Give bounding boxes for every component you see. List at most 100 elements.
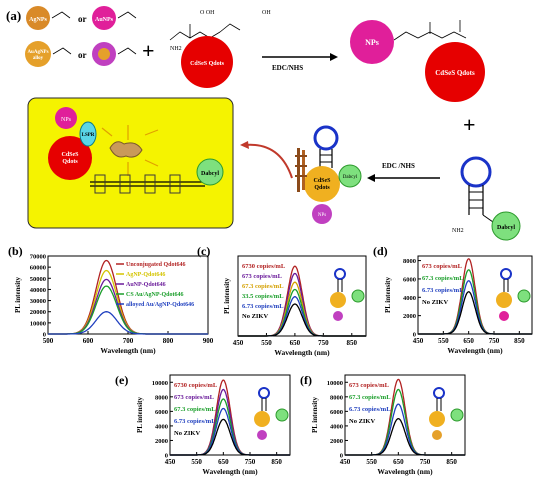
y-tick-label: 2000	[403, 313, 416, 320]
x-axis-label: Wavelength (nm)	[447, 346, 503, 355]
svg-text:NPs: NPs	[365, 38, 379, 47]
legend-entry: AuNP-Qdot646	[126, 282, 166, 288]
x-axis-label: Wavelength (nm)	[100, 346, 156, 355]
svg-text:OH: OH	[262, 10, 271, 16]
probe-glyph-e	[254, 387, 289, 440]
svg-text:EDC/NHS: EDC/NHS	[272, 64, 303, 72]
legend-entry: 67.3 copies/mL	[349, 394, 391, 401]
alloy-particle: AuAgNPs alloy	[25, 41, 72, 67]
x-tick-label: 750	[245, 458, 256, 466]
svg-text:NH2: NH2	[452, 228, 464, 234]
x-tick-label: 450	[413, 337, 424, 345]
svg-text:CdSeS Qdots: CdSeS Qdots	[190, 61, 225, 67]
legend-entry: CS Au/AgNP-Qdot646	[126, 292, 184, 298]
x-tick-label: 750	[489, 337, 500, 345]
svg-text:AuAgNPs: AuAgNPs	[27, 50, 48, 55]
x-tick-label: 850	[347, 339, 358, 347]
svg-text:Dabcyl: Dabcyl	[201, 171, 219, 177]
binding-arrow	[244, 143, 293, 179]
legend-entry: 6.73 copies/mL	[422, 287, 464, 294]
plus-sign-2: +	[463, 112, 476, 137]
probe-glyph-c	[330, 268, 365, 321]
series-line-3	[418, 291, 532, 335]
y-tick-label: 6000	[403, 276, 416, 283]
panel-label-f: (f)	[300, 373, 312, 387]
x-axis-label: Wavelength (nm)	[377, 467, 433, 476]
np-qdot-conjugate: NPs CdSeS Qdots	[350, 20, 485, 102]
edc-arrow-top: EDC/NHS	[262, 53, 338, 72]
svg-text:LSPR: LSPR	[82, 133, 95, 138]
y-tick-label: 0	[165, 453, 168, 460]
legend-entry: 67.3 copies/mL	[174, 406, 216, 413]
legend-entry: 67.3 copies/mL	[242, 283, 284, 290]
y-axis-label: PL intensity	[14, 277, 22, 313]
svg-text:CdSeS: CdSeS	[61, 152, 79, 158]
series-line-3	[345, 417, 465, 456]
plot-frame-d	[417, 255, 533, 335]
svg-text:Qdots: Qdots	[62, 159, 78, 165]
legend-entry: 6.73 copies/mL	[242, 303, 284, 310]
x-tick-label: 700	[123, 337, 134, 345]
legend-entry: 33.5 copies/mL	[242, 293, 284, 300]
fret-yellow-box: CdSeS Qdots NPs LSPR Dabcyl	[27, 97, 234, 229]
probe-glyph-d	[496, 268, 531, 321]
cs-particle	[92, 42, 137, 66]
target-strand	[295, 148, 307, 192]
x-tick-label: 850	[514, 337, 525, 345]
x-tick-label: 750	[420, 458, 431, 466]
y-tick-label: 30000	[30, 298, 46, 305]
y-tick-label: 6000	[330, 409, 343, 416]
x-tick-label: 900	[203, 337, 214, 345]
or-text-1: or	[78, 14, 87, 24]
x-tick-label: 800	[163, 337, 174, 345]
legend-entry: 673 copies/mL	[422, 263, 463, 270]
y-tick-label: 6000	[155, 409, 168, 416]
y-axis-label: PL intensity	[136, 397, 144, 433]
x-tick-label: 600	[83, 337, 94, 345]
x-tick-label: 450	[340, 458, 351, 466]
legend-entry: No ZIKV	[174, 430, 200, 437]
legend-entry: 6.73 copies/mL	[349, 406, 391, 413]
svg-text:alloy: alloy	[33, 56, 44, 61]
legend-entry: 6730 copies/mL	[174, 382, 218, 389]
y-tick-label: 2000	[330, 438, 343, 445]
x-tick-label: 650	[290, 339, 301, 347]
svg-text:Dabcyl: Dabcyl	[497, 225, 515, 231]
svg-text:NH2: NH2	[170, 46, 182, 52]
x-tick-label: 650	[393, 458, 404, 466]
qdot-particle-top: CdSeS Qdots	[181, 36, 233, 88]
legend-entry: No ZIKV	[422, 299, 448, 306]
x-tick-label: 650	[463, 337, 474, 345]
y-tick-label: 70000	[30, 254, 46, 261]
y-axis-label: PL intensity	[311, 397, 319, 433]
panel-label-e: (e)	[115, 373, 128, 387]
x-tick-label: 850	[271, 458, 282, 466]
y-tick-label: 40000	[30, 287, 46, 294]
y-tick-label: 10000	[327, 380, 343, 387]
plot-frame-e	[169, 374, 291, 456]
probe-qdot-middle: CdSeS Qdots Dabcyl NPs	[304, 125, 362, 224]
legend-entry: alloyed Au/AgNP-Qdot646	[126, 302, 194, 308]
qdot-linker-molecule: O OH OH NH2	[169, 10, 271, 52]
series-line-4	[170, 418, 290, 456]
y-tick-label: 0	[43, 332, 46, 339]
legend-entry: Unconjugated Qdot646	[126, 262, 186, 268]
x-axis-label: Wavelength (nm)	[274, 348, 330, 357]
y-tick-label: 60000	[30, 265, 46, 272]
y-tick-label: 2000	[155, 438, 168, 445]
svg-text:CdSeS Qdots: CdSeS Qdots	[435, 69, 475, 77]
legend-entry: 673 copies/mL	[349, 382, 390, 389]
svg-text:EDC /NHS: EDC /NHS	[382, 162, 415, 170]
y-axis-label: PL intensity	[384, 277, 392, 313]
y-tick-label: 8000	[330, 394, 343, 401]
x-tick-label: 550	[366, 458, 377, 466]
x-tick-label: 550	[438, 337, 449, 345]
y-tick-label: 50000	[30, 276, 46, 283]
svg-text:NPs: NPs	[61, 117, 72, 123]
